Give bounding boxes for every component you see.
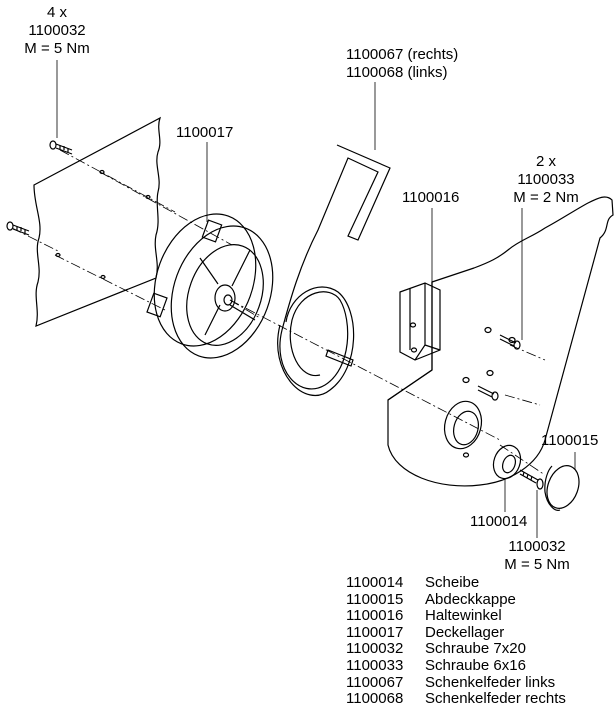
legend-name: Abdeckkappe: [425, 590, 516, 608]
callout-part: 1100032: [28, 22, 86, 39]
legend-name: Schraube 7x20: [425, 640, 526, 658]
callout-center-screw: 1100032 M = 5 Nm: [492, 538, 582, 574]
callout-part: 1100032: [508, 538, 566, 555]
axis-lines: [11, 149, 546, 476]
torsion-spring: [277, 144, 391, 396]
screw-icon: [477, 385, 499, 401]
legend-code: 1100032: [346, 640, 404, 658]
screw-icon: [49, 140, 73, 155]
legend-row: 1100014 Scheibe: [346, 574, 566, 592]
left-wall-plate: [33, 116, 162, 327]
callout-torque: M = 5 Nm: [504, 556, 570, 573]
callout-top-left-screws: 4 x 1100032 M = 5 Nm: [17, 4, 97, 58]
legend-code: 1100067: [346, 673, 404, 691]
bearing-housing: [146, 213, 274, 359]
legend-code: 1100014: [346, 574, 404, 591]
legend-name: Schenkelfeder links: [425, 673, 556, 691]
callout-part: 1100033: [517, 171, 575, 188]
legend-name: Scheibe: [425, 574, 480, 591]
callout-torque: M = 5 Nm: [24, 40, 90, 57]
screw-icon: [499, 334, 521, 350]
legend-code: 1100017: [346, 623, 404, 641]
cover-cap: [544, 465, 580, 511]
legend-row: 1100017 Deckellager: [346, 623, 566, 642]
callout-spring-right: 1100067 (rechts): [346, 46, 459, 63]
legend-row: 1100015 Abdeckkappe: [346, 590, 566, 609]
callout-torque: M = 2 Nm: [513, 189, 579, 206]
legend-row: 1100016 Haltewinkel: [346, 608, 566, 625]
callout-spring-left: 1100068 (links): [346, 64, 448, 81]
legend-name: Schraube 6x16: [425, 656, 526, 674]
parts-legend: 1100014 Scheibe 1100015 Abdeckkappe 110001…: [346, 574, 566, 708]
callout-washer: 1100014: [470, 513, 528, 530]
legend-name: Schenkelfeder rechts: [425, 690, 566, 708]
legend-name: Deckellager: [425, 623, 505, 641]
legend-row: 1100067 Schenkelfeder links: [346, 673, 566, 692]
screw-icon: [519, 469, 544, 490]
callout-qty: 4 x: [46, 4, 67, 21]
legend-row: 1100032 Schraube 7x20: [346, 641, 566, 658]
callout-bracket: 1100016: [402, 189, 460, 206]
legend-row: 1100068 Schenkelfeder rechts: [346, 691, 566, 708]
screw-icon: [6, 221, 30, 236]
legend-name: Haltewinkel: [425, 607, 502, 625]
washer: [492, 444, 522, 480]
callout-bearing: 1100017: [176, 124, 234, 141]
legend-code: 1100015: [346, 590, 404, 608]
legend-code: 1100016: [346, 607, 404, 625]
mounting-bracket: [399, 282, 441, 361]
legend-code: 1100068: [346, 690, 404, 708]
callout-qty: 2 x: [535, 153, 556, 170]
right-plate: [387, 196, 614, 487]
callout-plate-screws: 2 x 1100033 M = 2 Nm: [501, 153, 591, 207]
legend-code: 1100033: [346, 656, 404, 674]
wall-holes: [55, 169, 151, 280]
callout-cap: 1100015: [541, 432, 599, 449]
legend-row: 1100033 Schraube 6x16: [346, 656, 566, 675]
